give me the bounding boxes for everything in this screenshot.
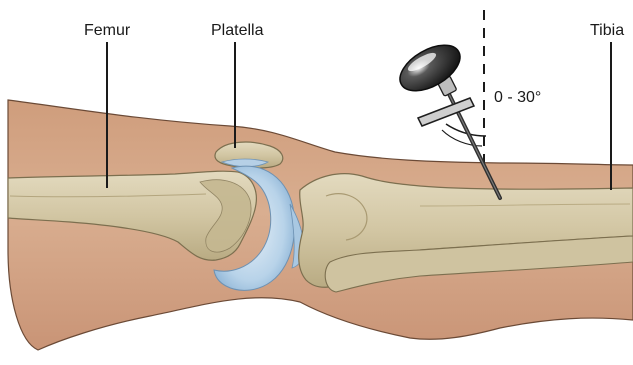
angle-label: 0 - 30° (494, 89, 541, 106)
femur-label: Femur (84, 22, 131, 39)
tibia-label: Tibia (590, 22, 624, 39)
patella-label: Platella (211, 22, 264, 39)
